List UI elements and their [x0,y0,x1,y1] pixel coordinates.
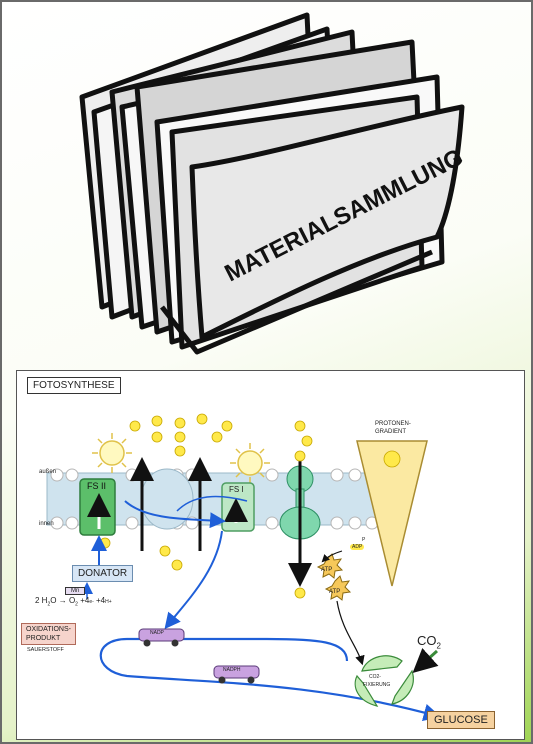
inside-label: innen [39,521,54,527]
atp-label-1: ATP [321,567,333,573]
water-h2: 2 H [35,596,48,605]
reaction-arrow: → [58,596,67,605]
ps1-label: FS I [229,485,244,494]
mn-box: Mn [65,587,86,595]
nadp-carrier-car [138,628,185,647]
glucose-box: GLUCOSE [427,711,495,729]
proton-gradient-label-1: PROTONEN- [375,421,411,427]
co2-fixation-label-2: FIXIERUNG [363,682,391,688]
diagram-drawing [46,413,442,721]
nadp-cycle-path [99,637,442,721]
nadph-label: NADPH [223,667,241,673]
outside-label: außen [39,469,57,475]
oxygen-product: O [68,596,76,605]
adp-to-atp [321,550,343,563]
co2-fixation-label-1: CO2- [369,674,381,680]
proton-gradient-label-2: GRADIENT [375,429,407,435]
nadp-label: NADP [150,630,164,636]
atp-star [324,575,352,601]
atp-star [316,553,344,579]
water-o: O [50,596,57,605]
electron-to-nadp [164,530,223,630]
oxygen-label: SAUERSTOFF [27,647,64,653]
electron-path [124,500,226,529]
sun-icon [230,443,270,483]
co2-arrow [412,648,439,674]
diagram-title: FOTOSYNTHESE [27,377,121,394]
nadph-carrier-car [213,665,260,684]
atp-label-2: ATP [329,589,341,595]
oxidation-line-1: OXIDATIONS- [26,626,71,633]
atp-to-cycle [336,600,365,666]
proton-gradient-triangle [356,440,428,587]
oxidation-product-box: OXIDATIONS- PRODUKT [21,623,76,645]
water-sub: 2 [47,601,51,608]
oxygen-sub: 2 [75,601,78,608]
electron-path [176,495,248,512]
plus-four-electrons: +4 [80,596,90,605]
folder-bottom-edge [160,249,433,355]
co2-text: CO [417,633,437,648]
ps2-label: FS II [87,481,107,491]
folder-front-cover [189,104,465,340]
photosynthesis-panel: FOTOSYNTHESE außen innen FS II FS I PROT… [16,370,525,740]
co2-label: CO2 [417,633,441,651]
oxidation-line-2: PRODUKT [26,635,61,642]
adp-label: ADP [350,544,365,550]
calvin-cycle [354,655,414,707]
co2-sub: 2 [436,641,441,651]
phosphate-label: P [362,537,366,543]
folder-illustration: MATERIALSAMMLUNG [79,12,468,355]
donator-box: DONATOR [72,565,134,582]
electron-symbol: e- [89,599,94,605]
water-formula: 2 H2O → O2 +4e- +4H+ [35,596,112,608]
sun-icon [92,433,132,473]
proton-symbol: H+ [105,599,112,605]
plus-four-protons: +4 [96,596,106,605]
